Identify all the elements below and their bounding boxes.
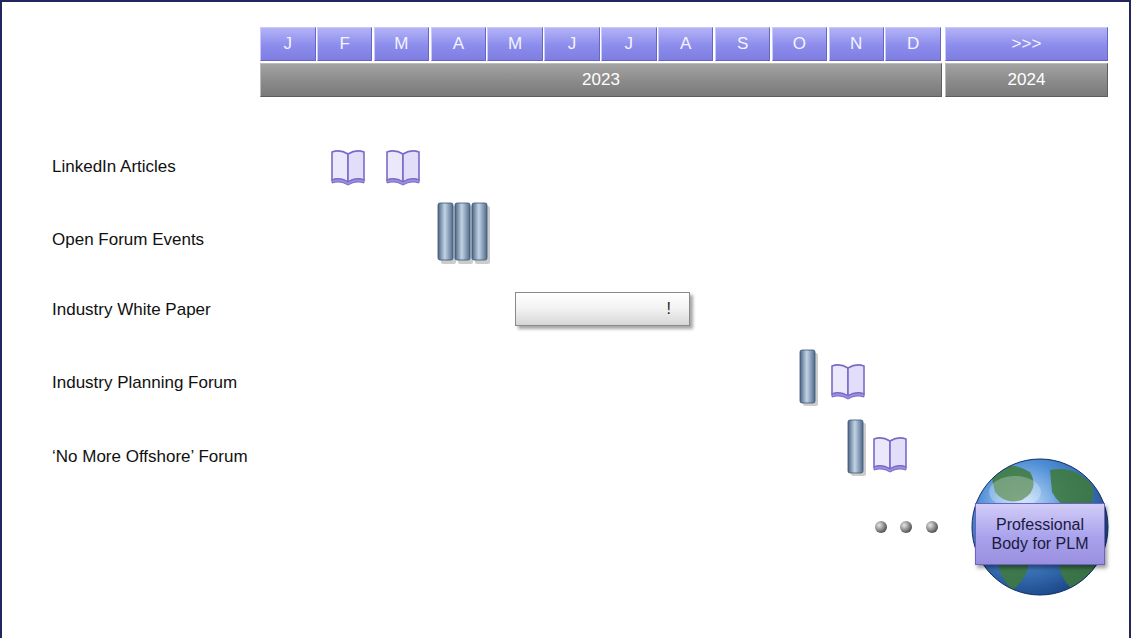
row-label: LinkedIn Articles (52, 157, 176, 177)
activity-bar: ! (515, 292, 690, 326)
month-cell: O (772, 27, 828, 61)
node-text: F (339, 34, 349, 54)
node-text: M (394, 34, 408, 54)
goal-box: Professional Body for PLM (975, 503, 1105, 565)
event-bars (438, 203, 490, 264)
node-text: A (680, 34, 691, 54)
node-text: O (793, 34, 806, 54)
continuation-dots (875, 521, 938, 533)
month-cell: S (715, 27, 771, 61)
month-cell: M (374, 27, 430, 61)
node-text: J (284, 34, 293, 54)
year-bar: 2023 (260, 63, 942, 97)
month-cell: N (829, 27, 885, 61)
article-icon (332, 151, 364, 185)
node-text: J (625, 34, 634, 54)
node-text: >>> (1012, 34, 1042, 54)
article-icon (387, 151, 419, 185)
node-text: M (508, 34, 522, 54)
month-cell: J (544, 27, 600, 61)
node-text: 2024 (1008, 70, 1046, 90)
row-label: Industry White Paper (52, 300, 211, 320)
node-text: J (568, 34, 577, 54)
month-cell: D (885, 27, 941, 61)
node-text: D (907, 34, 919, 54)
node-text: ! (667, 300, 671, 318)
month-cell: >>> (945, 27, 1108, 61)
globe (972, 459, 1108, 595)
event-bar (848, 420, 866, 476)
month-cell: F (317, 27, 373, 61)
node-text: N (850, 34, 862, 54)
year-bar: 2024 (945, 63, 1108, 97)
node-text: 2023 (582, 70, 620, 90)
month-cell: A (431, 27, 487, 61)
node-text: S (737, 34, 748, 54)
row-label: Open Forum Events (52, 230, 204, 250)
month-cell: M (487, 27, 543, 61)
row-label: Industry Planning Forum (52, 373, 237, 393)
article-icon (832, 365, 864, 399)
event-bar (800, 350, 818, 406)
month-cell: A (658, 27, 714, 61)
month-cell: J (601, 27, 657, 61)
month-cell: J (260, 27, 316, 61)
article-icon (874, 438, 906, 472)
node-text: A (453, 34, 464, 54)
row-label: ‘No More Offshore’ Forum (52, 447, 248, 467)
node-text: Professional Body for PLM (982, 515, 1098, 553)
